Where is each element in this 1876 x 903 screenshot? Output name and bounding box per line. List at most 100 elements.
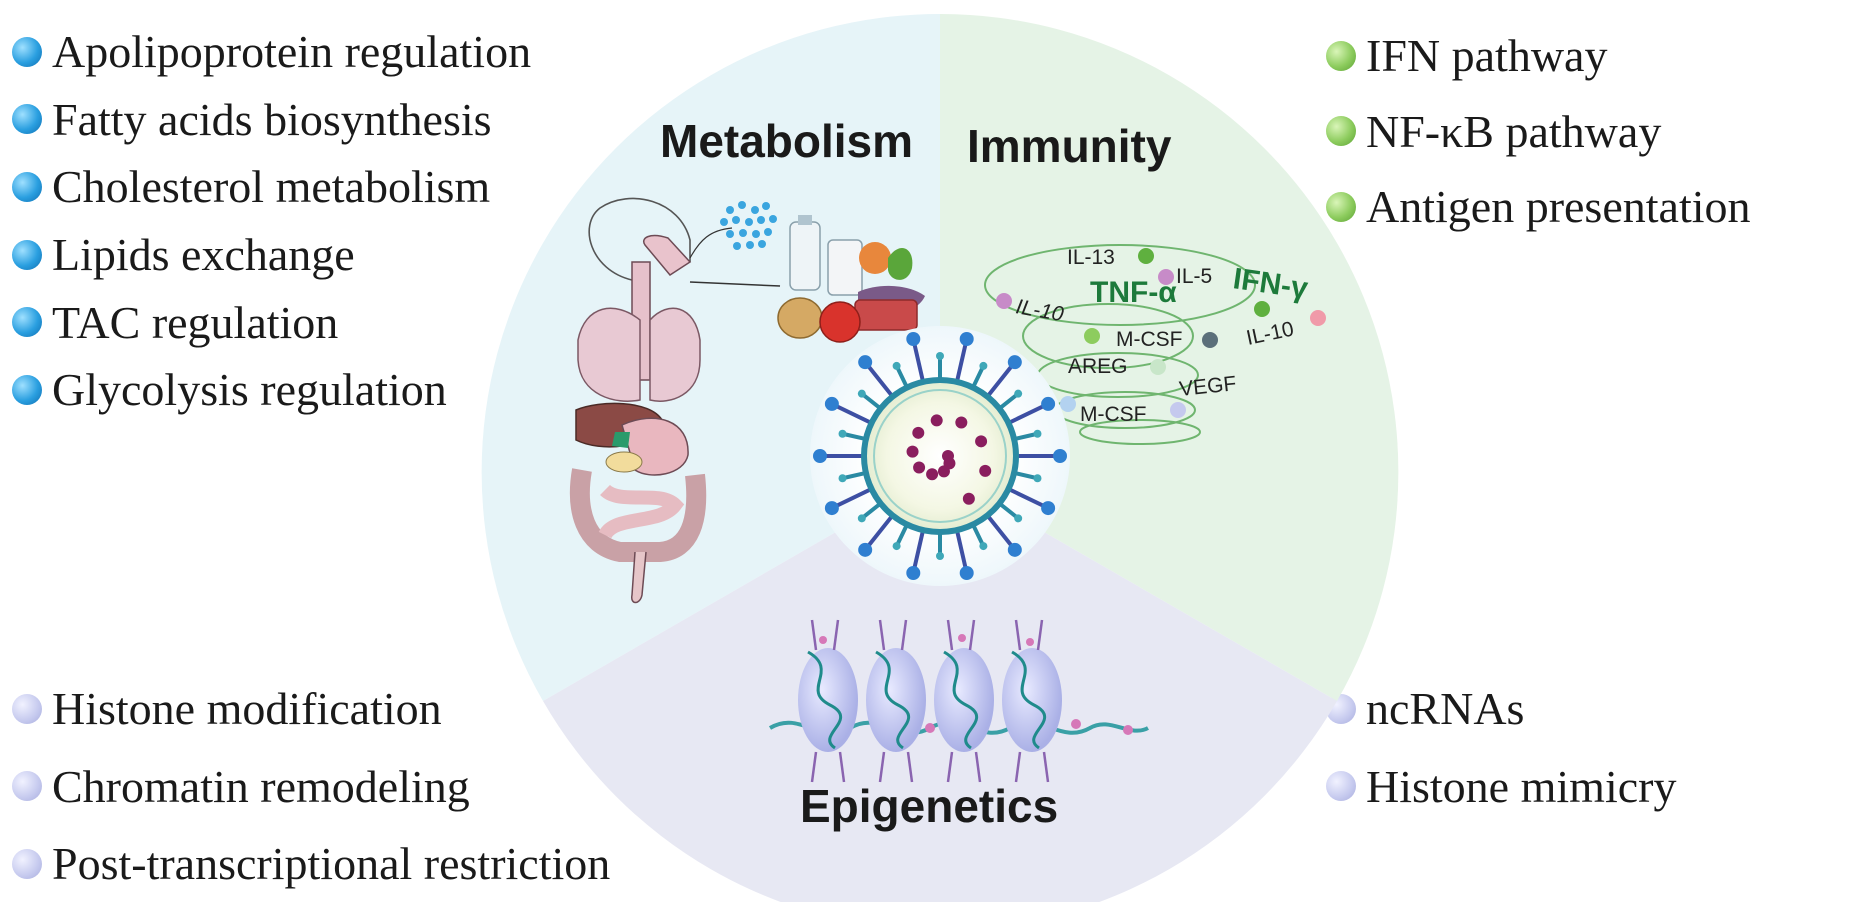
virus-spike	[831, 487, 873, 510]
cytokine-il5: IL-5	[1176, 265, 1212, 288]
virus-spike	[985, 514, 1017, 552]
genome-bead	[962, 492, 975, 505]
cytokine-orbits	[984, 244, 1256, 445]
virus-spike	[894, 523, 909, 547]
virus-spike	[842, 431, 867, 442]
list-item: Lipids exchange	[12, 221, 531, 289]
virus-spike-tip	[1033, 429, 1042, 438]
genome-bead	[937, 465, 950, 478]
virus-spike	[1007, 402, 1049, 425]
virus-spike	[842, 470, 867, 481]
virus-spike-tip	[857, 514, 866, 523]
virus-spike	[1007, 487, 1049, 510]
list-item: Post-transcriptional restriction	[12, 825, 610, 903]
virus-spike-tip	[906, 565, 921, 580]
list-item-label: Glycolysis regulation	[52, 364, 447, 416]
nucleosome-icon	[768, 619, 1149, 783]
green-sphere-icon	[1326, 40, 1356, 71]
virus-spike-tip	[1014, 389, 1023, 398]
metabolism-title: Metabolism	[660, 115, 913, 167]
list-item-label: Fatty acids biosynthesis	[52, 93, 492, 145]
virus-spikes	[813, 332, 1067, 580]
virus-spike-tip	[1041, 396, 1056, 411]
virus-spike-tip	[936, 352, 944, 360]
green-sphere-icon	[1326, 191, 1356, 222]
virus-spike-tip	[838, 429, 847, 438]
list-item: TAC regulation	[12, 288, 531, 356]
list-item-label: Post-transcriptional restriction	[52, 838, 611, 890]
genome-bead	[926, 468, 939, 481]
virus-spike	[831, 402, 873, 425]
virus-spike-tip	[858, 355, 873, 370]
virus-spike-tip	[813, 449, 827, 463]
cytokine-beads	[996, 248, 1326, 418]
list-item: Cholesterol metabolism	[12, 153, 531, 221]
virus-spike-tip	[959, 332, 974, 347]
epigenetics-title: Epigenetics	[800, 780, 1058, 832]
blue-sphere-icon	[12, 36, 42, 67]
blue-sphere-icon	[12, 239, 42, 270]
blue-sphere-icon	[12, 171, 42, 202]
genome-bead	[906, 445, 919, 458]
list-item-label: ncRNAs	[1366, 683, 1525, 735]
virus-spike	[954, 529, 969, 574]
virus-spike	[971, 523, 986, 547]
virus-icon	[810, 326, 1070, 586]
green-sphere-icon	[1326, 116, 1356, 147]
lavender-sphere-icon	[12, 848, 42, 879]
list-item-label: Histone mimicry	[1366, 760, 1677, 812]
digestive-system-icon	[569, 197, 781, 604]
list-item-label: IFN pathway	[1366, 30, 1608, 82]
virus-genome	[906, 414, 992, 505]
virus-spike	[911, 338, 926, 383]
genome-bead	[979, 464, 992, 477]
metabolism-list: Apolipoprotein regulation Fatty acids bi…	[12, 18, 531, 424]
virus-spike-tip	[857, 389, 866, 398]
virus-spike-tip	[1033, 474, 1042, 483]
list-item: Fatty acids biosynthesis	[12, 86, 531, 154]
list-item-label: TAC regulation	[52, 296, 339, 348]
virus-spike-tip	[892, 361, 901, 370]
virus-spike-tip	[1014, 514, 1023, 523]
virus-spike	[863, 514, 895, 552]
virus-spike	[971, 365, 986, 389]
blue-sphere-icon	[12, 104, 42, 135]
virus-spike-tip	[1041, 501, 1056, 516]
cytokine-mcsf-top: M-CSF	[1116, 328, 1183, 351]
virus-spike-tip	[838, 474, 847, 483]
genome-bead	[955, 416, 968, 429]
lipid-particles-icon	[720, 201, 777, 250]
list-item: NF-κB pathway	[1326, 94, 1751, 170]
genome-bead	[975, 435, 988, 448]
blue-sphere-icon	[12, 374, 42, 405]
list-item-label: Cholesterol metabolism	[52, 161, 491, 213]
virus-spike-tip	[824, 501, 839, 516]
cytokine-tnfa: TNF-α	[1090, 276, 1177, 309]
virus-spike-tip	[1007, 355, 1022, 370]
virus-spike-tip	[1007, 542, 1022, 557]
lavender-sphere-icon	[12, 693, 42, 724]
list-item: Antigen presentation	[1326, 169, 1751, 245]
genome-bead	[930, 414, 943, 427]
list-item: Histone modification	[12, 670, 610, 748]
epigenetics-list-left: Histone modification Chromatin remodelin…	[12, 670, 610, 903]
cytokine-mcsf-bottom: M-CSF	[1080, 403, 1147, 426]
list-item-label: Histone modification	[52, 683, 442, 735]
genome-bead	[912, 426, 925, 439]
virus-spike-tip	[906, 332, 921, 347]
list-item: Chromatin remodeling	[12, 748, 610, 826]
immunity-title: Immunity	[967, 120, 1172, 172]
epigenetics-list-right: ncRNAs Histone mimicry	[1326, 670, 1676, 825]
virus-spike-tip	[979, 361, 988, 370]
cytokine-areg: AREG	[1068, 355, 1128, 378]
list-item: Histone mimicry	[1326, 748, 1676, 826]
list-item-label: Antigen presentation	[1366, 181, 1751, 233]
blue-sphere-icon	[12, 307, 42, 338]
genome-bead	[913, 461, 926, 474]
lavender-sphere-icon	[1326, 771, 1356, 802]
list-item: Apolipoprotein regulation	[12, 18, 531, 86]
immunity-list: IFN pathway NF-κB pathway Antigen presen…	[1326, 18, 1751, 245]
virus-spike	[985, 360, 1017, 398]
list-item: Glycolysis regulation	[12, 356, 531, 424]
